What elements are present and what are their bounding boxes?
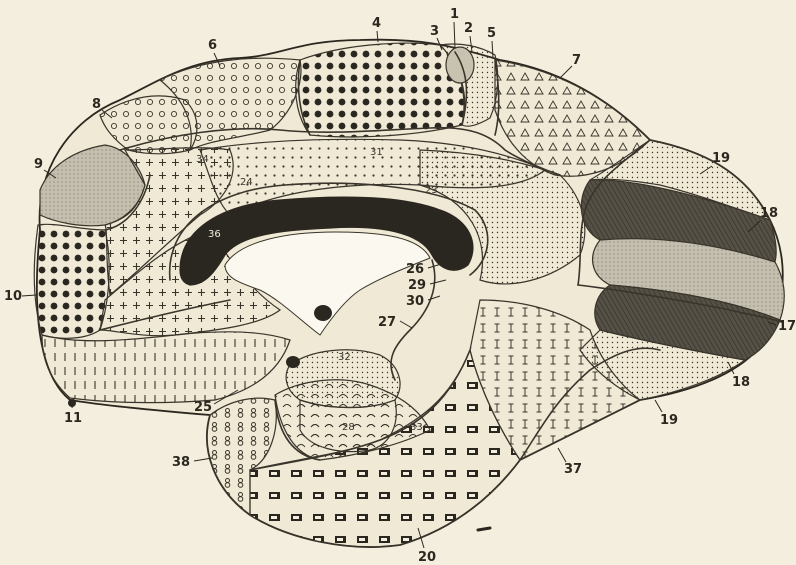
label-18-lower: 18 <box>732 375 750 390</box>
label-29: 29 <box>408 278 426 293</box>
label-inside-36: 33 <box>410 422 423 433</box>
area-3-oval <box>446 47 474 83</box>
area-10-region <box>34 224 109 338</box>
label-18-upper: 18 <box>760 206 778 221</box>
label-19-upper: 19 <box>712 151 730 166</box>
anterior-commissure <box>314 305 332 321</box>
label-7: 7 <box>572 53 581 68</box>
label-26: 26 <box>406 262 424 277</box>
label-20: 20 <box>418 550 436 565</box>
label-inside-23: 23 <box>425 185 438 196</box>
label-11: 11 <box>64 411 82 426</box>
label-2: 2 <box>464 21 473 36</box>
label-19-lower: 19 <box>660 413 678 428</box>
small-mark <box>478 528 490 530</box>
label-10: 10 <box>4 289 22 304</box>
label-inside-34: 32 <box>338 352 351 363</box>
label-27: 27 <box>378 315 396 330</box>
label-inside-24: 24 <box>240 177 253 188</box>
label-inside-32: 34 <box>196 154 209 165</box>
label-30: 30 <box>406 294 424 309</box>
mammillary-body <box>286 356 300 368</box>
label-1: 1 <box>450 7 459 22</box>
label-38: 38 <box>172 455 190 470</box>
label-4: 4 <box>372 16 381 31</box>
area-4-region <box>296 43 465 137</box>
label-5: 5 <box>487 26 496 41</box>
label-3: 3 <box>430 24 439 39</box>
label-8: 8 <box>92 97 101 112</box>
label-inside-28: 28 <box>342 422 355 433</box>
label-37: 37 <box>564 462 582 477</box>
label-25: 25 <box>194 400 212 415</box>
label-9: 9 <box>34 157 43 172</box>
label-6: 6 <box>208 38 217 53</box>
label-17: 17 <box>778 319 796 334</box>
label-inside-31: 31 <box>370 147 383 158</box>
label-inside-33: 36 <box>208 229 221 240</box>
